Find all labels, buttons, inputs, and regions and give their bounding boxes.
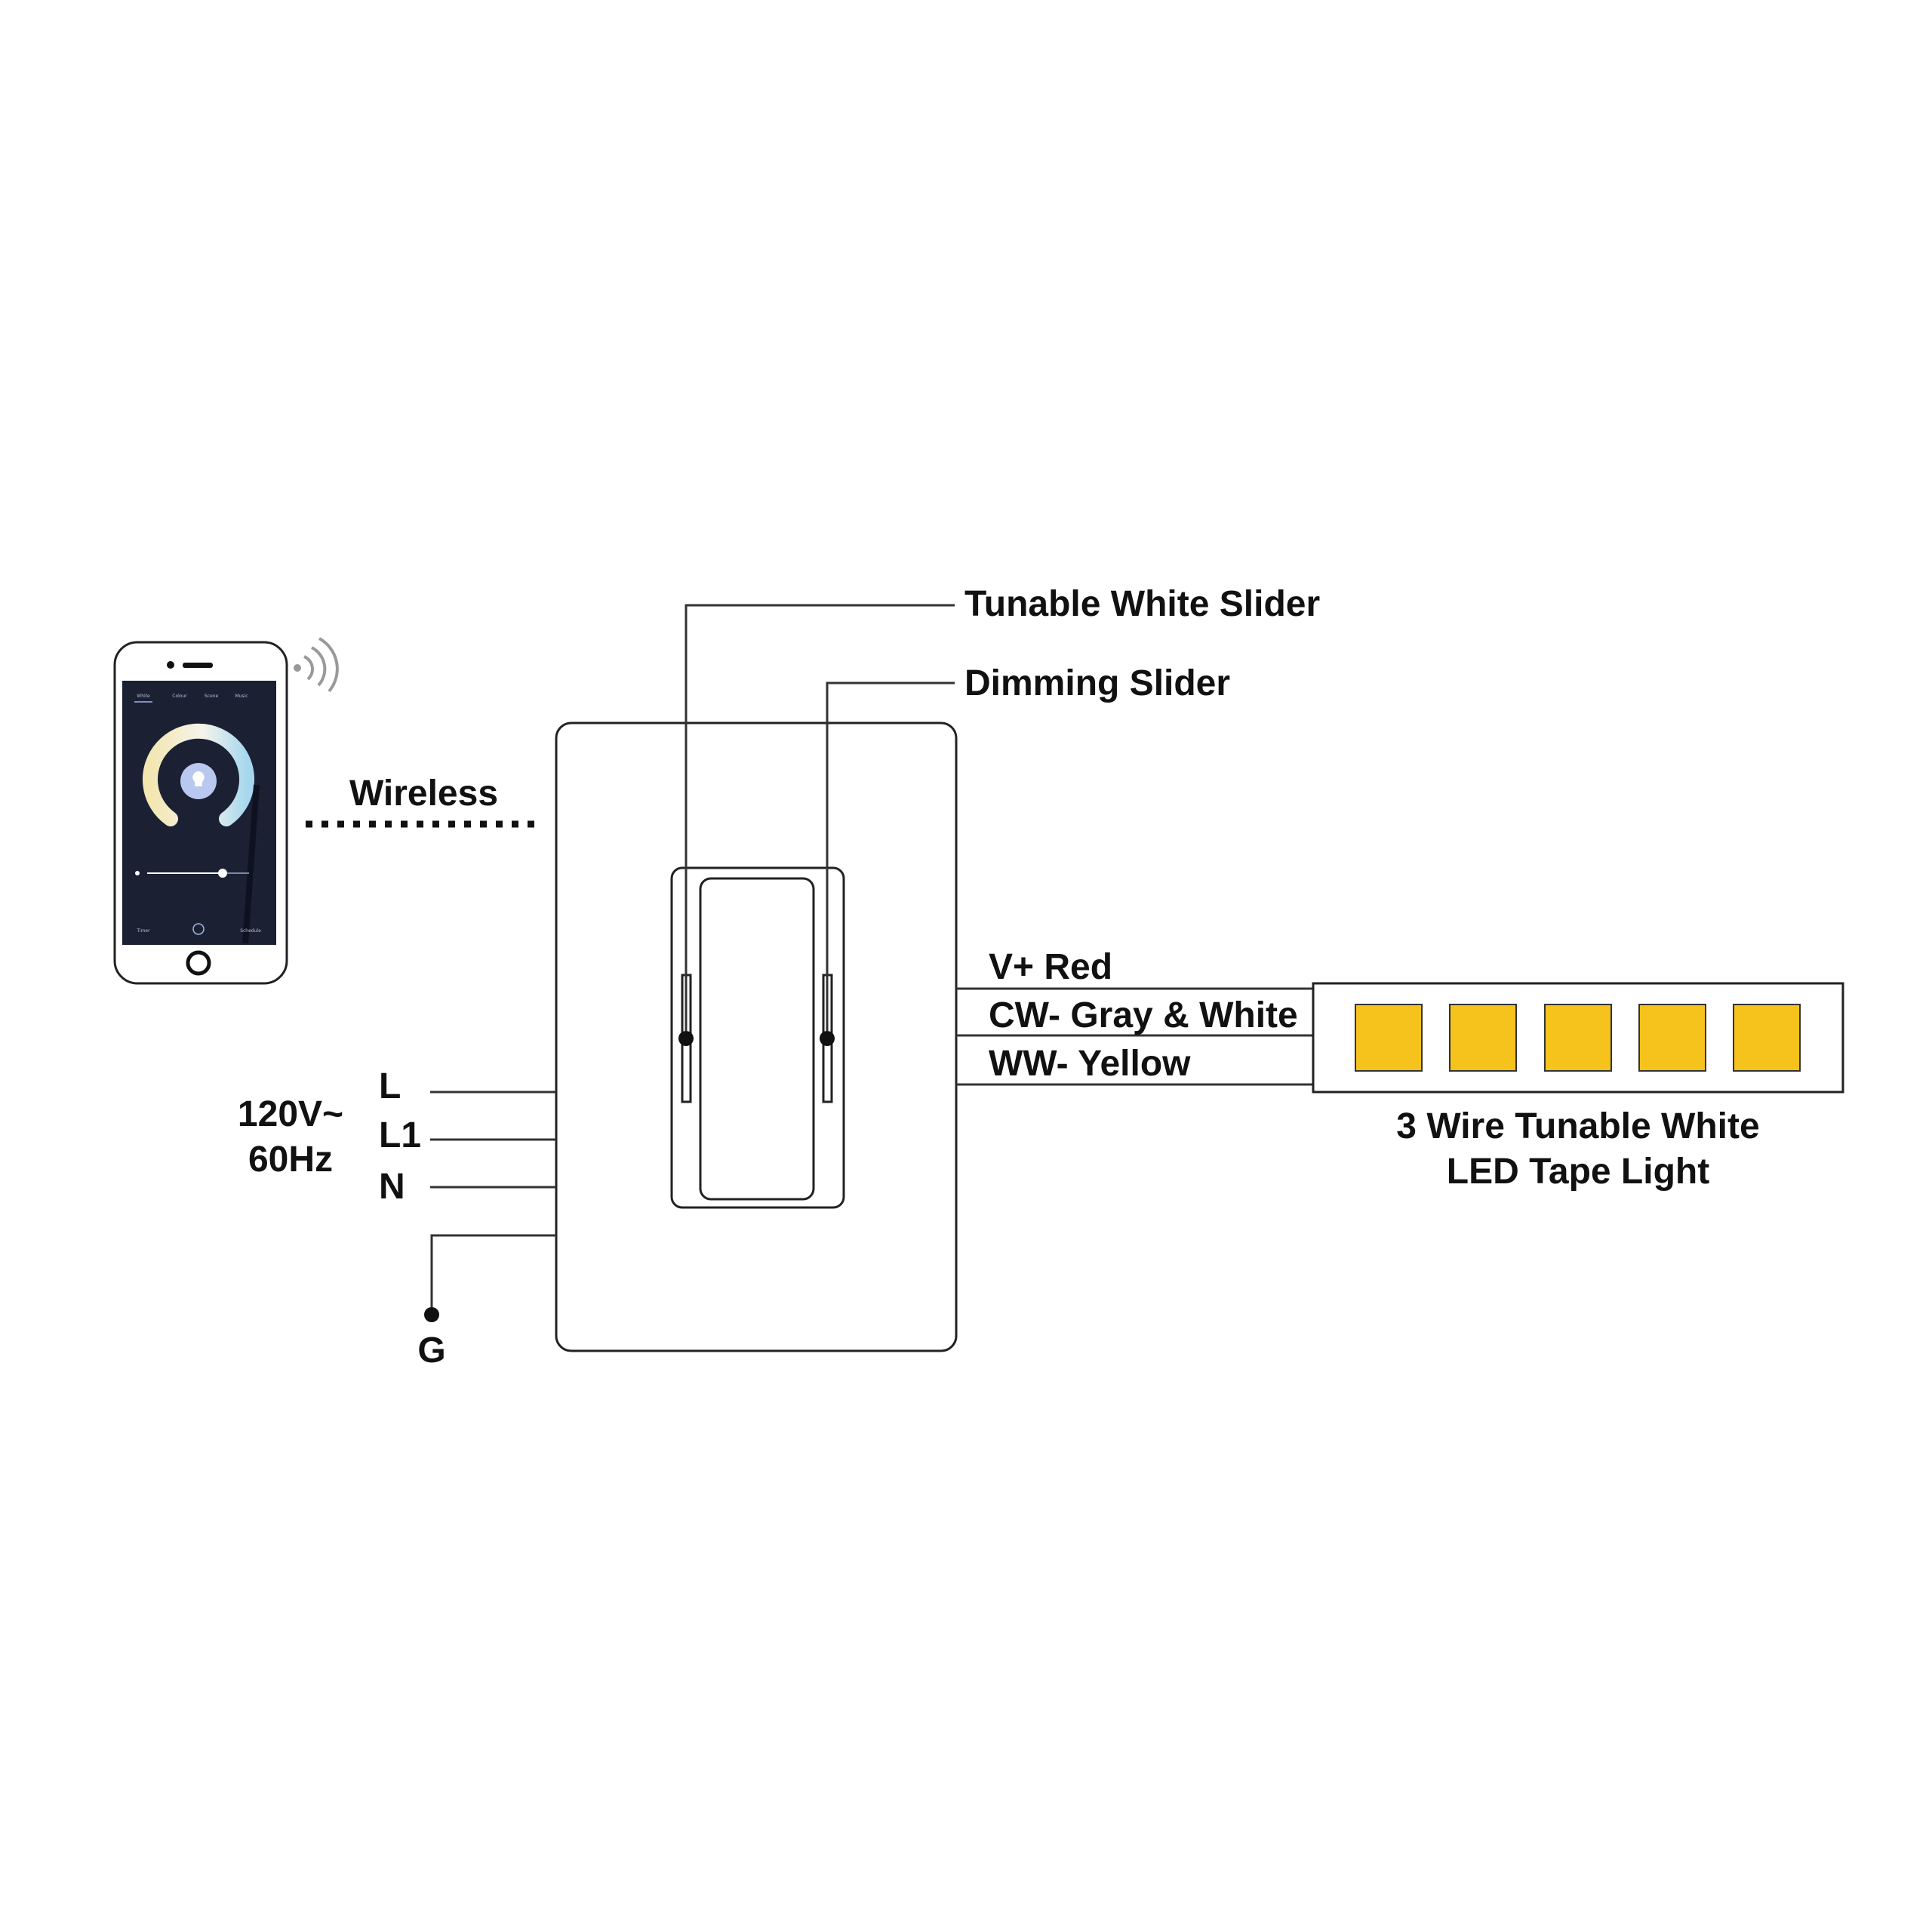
power-icon[interactable] [192, 923, 205, 935]
led-chip [1638, 1004, 1706, 1072]
led-chip [1449, 1004, 1517, 1072]
terminal-g-label: G [417, 1331, 445, 1371]
tunable-white-leader [685, 604, 955, 1031]
night-trees [242, 784, 260, 944]
app-tabs: White Colour Scene Music [134, 694, 248, 703]
app-tab[interactable]: Music [235, 694, 248, 699]
phone-camera [167, 661, 174, 669]
brightness-slider-thumb[interactable] [218, 869, 227, 878]
wire-ww-label: WW- Yellow [989, 1044, 1191, 1084]
app-tab[interactable]: White [137, 694, 150, 699]
terminal-l1-label: L1 [379, 1115, 421, 1155]
led-tape-light [1312, 982, 1844, 1094]
wireless-label: Wireless [349, 774, 498, 814]
phone-home-button [186, 950, 211, 976]
led-chip [1733, 1004, 1801, 1072]
led-chip [1544, 1004, 1612, 1072]
app-tab[interactable]: Colour [172, 694, 187, 699]
app-tab[interactable]: Scene [205, 694, 219, 699]
tape-light-label-line1: 3 Wire Tunable White [1396, 1106, 1759, 1146]
ground-terminal [424, 1307, 439, 1322]
voltage-label: 120V~ [238, 1094, 343, 1134]
wire-ground [430, 1234, 556, 1315]
tunable-white-slider-knob[interactable] [678, 1031, 694, 1046]
wire-cw-label: CW- Gray & White [989, 995, 1298, 1035]
dimming-slider-knob[interactable] [820, 1031, 835, 1046]
tunable-white-slider-label: Tunable White Slider [964, 584, 1320, 624]
wifi-signal-icon [294, 637, 339, 693]
timer-button[interactable]: Timer [136, 928, 150, 934]
switch-frame [670, 866, 845, 1209]
switch-paddle[interactable] [699, 877, 815, 1201]
lightbulb-icon [192, 771, 205, 786]
wire-v-plus-label: V+ Red [989, 947, 1112, 987]
tape-light-label-line2: LED Tape Light [1447, 1152, 1709, 1192]
terminal-n-label: N [379, 1167, 405, 1207]
schedule-button[interactable]: Schedule [240, 928, 261, 934]
led-chip [1355, 1004, 1423, 1072]
smartphone: White Colour Scene Music Timer Schedule [113, 641, 288, 985]
wall-plate [555, 721, 958, 1352]
frequency-label: 60Hz [248, 1140, 333, 1180]
dimming-slider-label: Dimming Slider [964, 663, 1230, 703]
dimming-leader [826, 681, 955, 1031]
color-temperature-dial[interactable] [143, 723, 254, 826]
terminal-l-label: L [379, 1066, 401, 1106]
brightness-low-icon [135, 871, 140, 875]
phone-speaker [183, 663, 213, 668]
